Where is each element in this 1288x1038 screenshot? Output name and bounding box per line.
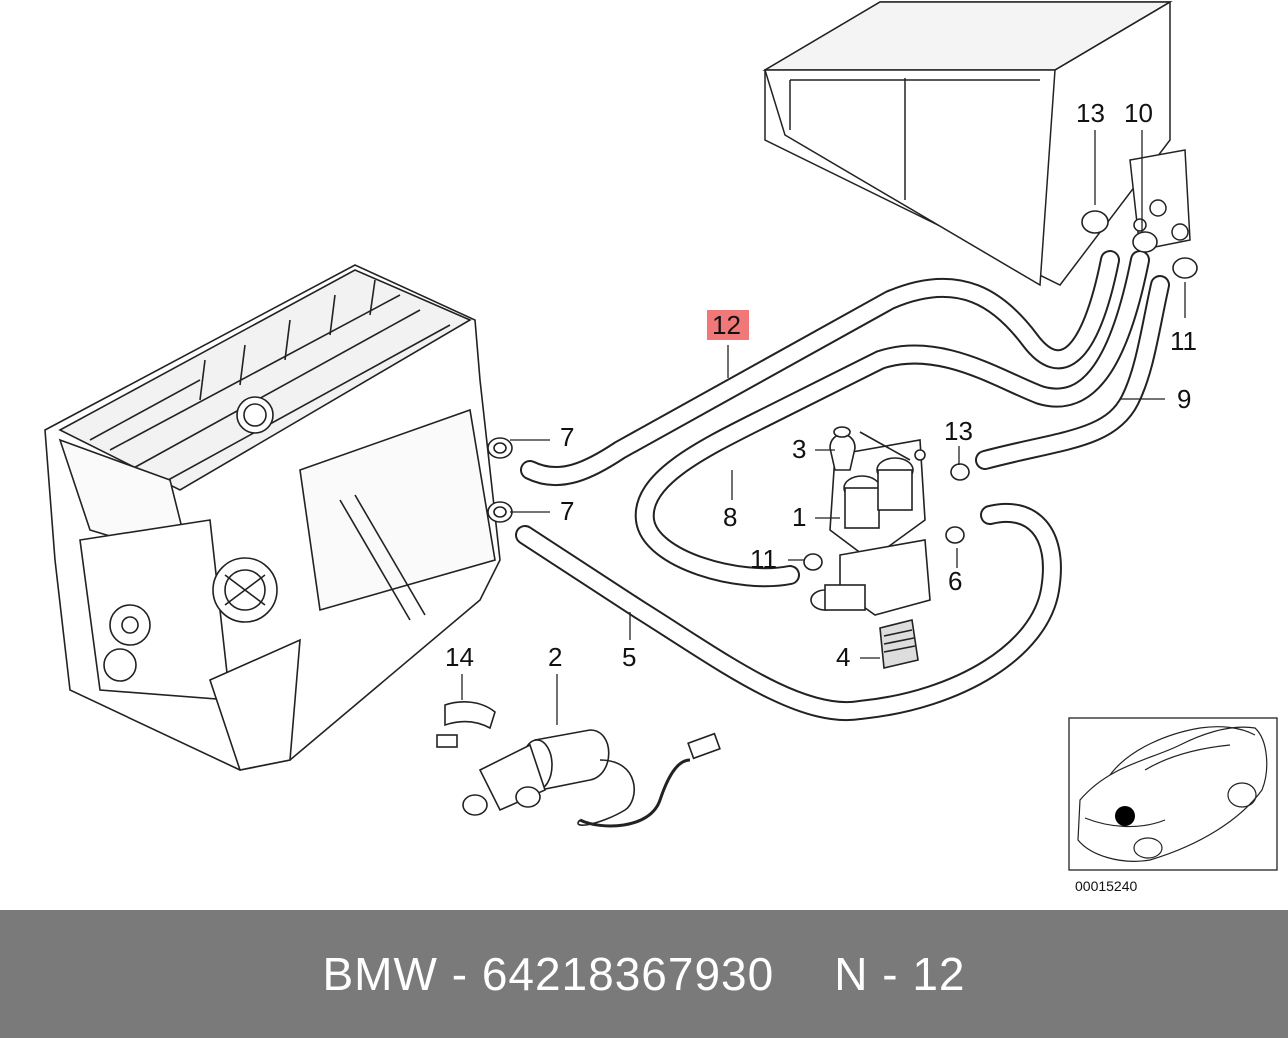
valve-assembly [810,426,931,669]
callout-12[interactable]: 12 [712,310,741,340]
callout-2[interactable]: 2 [548,642,562,672]
callout-13a[interactable]: 13 [1076,98,1105,128]
callout-14[interactable]: 14 [445,642,474,672]
engine-block [44,264,501,771]
separator: - [451,948,469,1000]
diagram-position: N - 12 [834,948,966,1000]
leader-lines [461,130,1186,725]
heater-core [762,1,1191,287]
callout-1[interactable]: 1 [792,502,806,532]
footer-banner: BMW - 64218367930 N - 12 [0,910,1288,1038]
callout-3[interactable]: 3 [792,434,806,464]
hoses [515,250,1170,722]
callout-7b[interactable]: 7 [560,496,574,526]
callout-6[interactable]: 6 [948,566,962,596]
location-marker [1115,806,1135,826]
parts-diagram: 12 7 7 3 8 1 11 4 13 6 9 13 10 11 5 2 14… [44,1,1278,894]
callout-10[interactable]: 10 [1124,98,1153,128]
callout-13b[interactable]: 13 [944,416,973,446]
part-number: 64218367930 [481,948,775,1000]
callout-4[interactable]: 4 [836,642,850,672]
callout-11b[interactable]: 11 [1170,326,1197,356]
callout-8[interactable]: 8 [723,502,737,532]
callout-7a[interactable]: 7 [560,422,574,452]
highlight-box [707,310,749,340]
callout-5[interactable]: 5 [622,642,636,672]
clamps [487,210,1198,571]
callout-9[interactable]: 9 [1177,384,1191,414]
callout-11a[interactable]: 11 [750,544,777,574]
auxiliary-water-pump [436,701,721,828]
part-reference: 00015240 [1075,878,1138,894]
brand-label: BMW [322,948,438,1000]
car-location-inset: 00015240 [1068,717,1278,894]
